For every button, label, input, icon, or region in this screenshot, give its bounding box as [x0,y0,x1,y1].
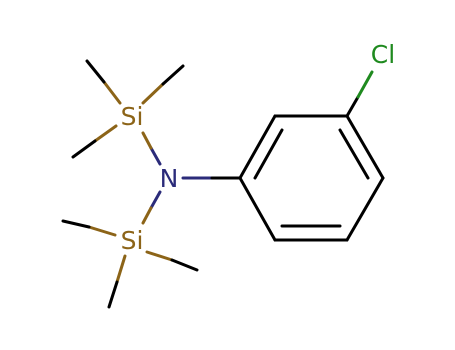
methyl-bond [115,254,127,284]
ring-bond [345,114,385,180]
ring-double-bond [253,128,284,180]
methyl-bond [93,124,118,143]
n-si-bond [149,146,162,166]
methyl-bond [71,139,97,159]
methyl-bond [87,225,117,237]
c-cl-bond [345,95,360,118]
ring-double-bond [338,128,370,180]
methyl-bond [145,250,174,262]
n-si-bond [141,131,153,150]
methyl-bond [61,219,91,229]
methyl-bond [161,64,185,86]
methyl-bond [141,82,165,105]
ring-bond [238,176,277,242]
nitrogen-label: N [160,164,179,193]
methyl-bond [170,258,199,272]
methyl-bond [107,280,119,309]
silicon-label-bottom: Si [121,226,144,255]
c-cl-bond [356,70,374,99]
n-si-bond [141,206,153,225]
methyl-bond [85,59,106,84]
methyl-bond [102,80,122,105]
chlorine-label: Cl [371,40,395,69]
silicon-label-top: Si [121,102,144,131]
ring-bond [238,114,277,180]
n-si-bond [149,190,162,210]
ring-bond [345,176,385,242]
